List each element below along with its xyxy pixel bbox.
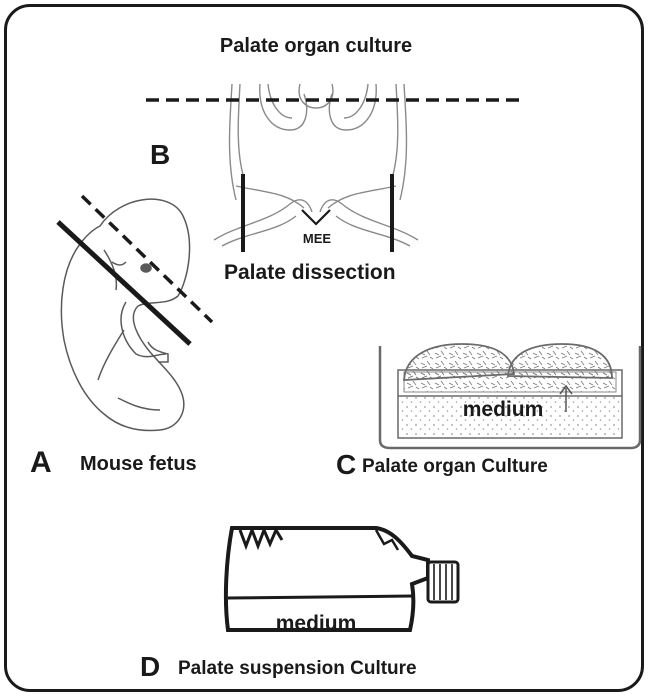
mee-marker	[302, 210, 330, 224]
figure-title: Palate organ culture	[220, 35, 412, 57]
panel-c-medium-label: medium	[463, 398, 544, 421]
panel-c-letter: C	[336, 449, 356, 480]
panel-d-caption: Palate suspension Culture	[178, 658, 417, 679]
palate-shelf-right	[508, 344, 612, 378]
palate-shelf-left	[404, 344, 514, 380]
panel-c-caption: Palate organ Culture	[362, 456, 548, 477]
panel-b-letter: B	[150, 139, 170, 170]
panel-a-letter: A	[30, 446, 52, 479]
panel-b-caption: Palate dissection	[224, 261, 396, 284]
panel-a-mouse-fetus-drawing	[61, 199, 189, 430]
panel-d-letter: D	[140, 651, 160, 682]
panel-d-medium-label: medium	[276, 612, 357, 635]
mee-label: MEE	[303, 231, 332, 246]
bottle-cap	[428, 562, 458, 602]
panel-c-culture-dish	[380, 344, 640, 448]
panel-a-caption: Mouse fetus	[80, 453, 197, 475]
